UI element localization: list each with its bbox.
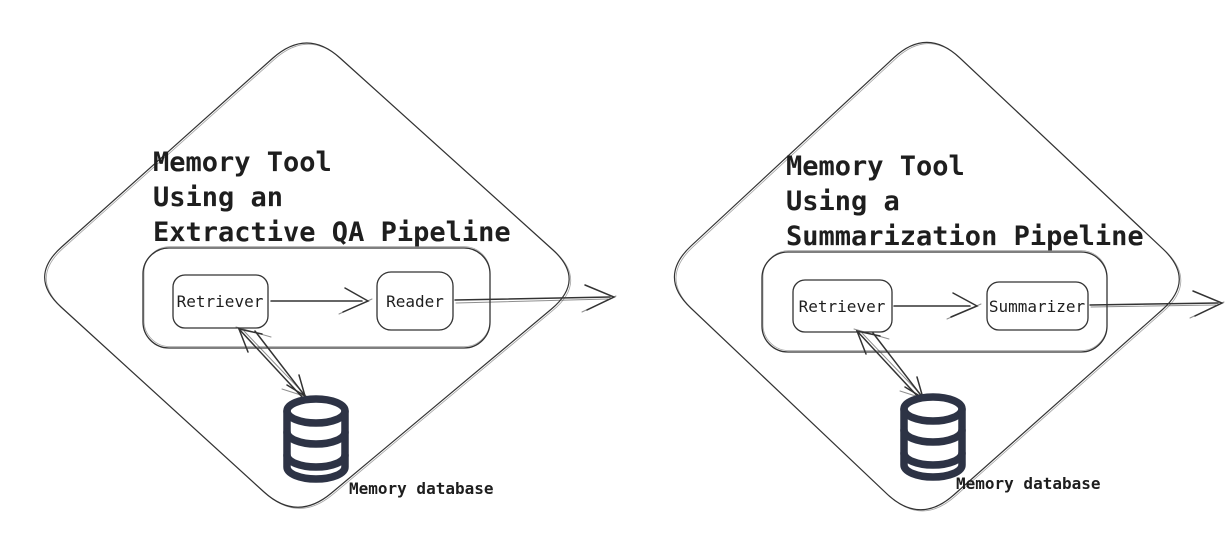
arrow-retriever-to-database bbox=[254, 330, 308, 398]
pipeline-container-sketch bbox=[762, 250, 1108, 352]
diagram-title-line: Summarization Pipeline bbox=[786, 221, 1144, 252]
diagram-summarization: Memory Tool Using a Summarization Pipeli… bbox=[674, 41, 1225, 512]
node-retriever bbox=[792, 279, 893, 333]
arrow-database-to-retriever bbox=[235, 326, 309, 399]
arrow-pipeline-output bbox=[454, 284, 617, 313]
database-icon bbox=[283, 395, 349, 483]
arrow-database-to-retriever bbox=[853, 328, 927, 401]
database-icon bbox=[900, 393, 966, 481]
node-retriever-label: Retriever bbox=[177, 292, 264, 311]
diagram-title-line: Extractive QA Pipeline bbox=[153, 217, 511, 248]
diamond-outline bbox=[674, 41, 1180, 511]
diagram-title-line: Using a bbox=[786, 186, 900, 217]
diagram-title-line: Using an bbox=[153, 182, 283, 213]
node-retriever bbox=[172, 274, 269, 329]
diamond-outline bbox=[44, 42, 570, 508]
node-reader-label: Reader bbox=[386, 292, 444, 311]
diamond-outline-sketch bbox=[675, 43, 1182, 512]
arrow-retriever-to-summarizer bbox=[893, 292, 982, 320]
arrow-retriever-to-database bbox=[872, 332, 926, 400]
diagram-extractive-qa: Memory Tool Using an Extractive QA Pipel… bbox=[44, 42, 617, 509]
database-label: Memory database bbox=[349, 479, 494, 498]
arrow-pipeline-output bbox=[1089, 290, 1225, 319]
diagram-title-line: Memory Tool bbox=[786, 151, 965, 182]
pipeline-container bbox=[761, 251, 1108, 353]
diamond-outline-sketch bbox=[46, 43, 571, 509]
arrow-retriever-to-reader bbox=[270, 287, 373, 315]
pipeline-container-sketch bbox=[143, 246, 491, 348]
pipeline-container bbox=[142, 247, 491, 349]
node-reader bbox=[376, 271, 454, 331]
diagram-title-line: Memory Tool bbox=[153, 147, 332, 178]
database-label: Memory database bbox=[956, 474, 1101, 493]
node-summarizer bbox=[986, 281, 1089, 331]
node-summarizer-label: Summarizer bbox=[989, 297, 1086, 316]
node-retriever-label: Retriever bbox=[799, 297, 886, 316]
